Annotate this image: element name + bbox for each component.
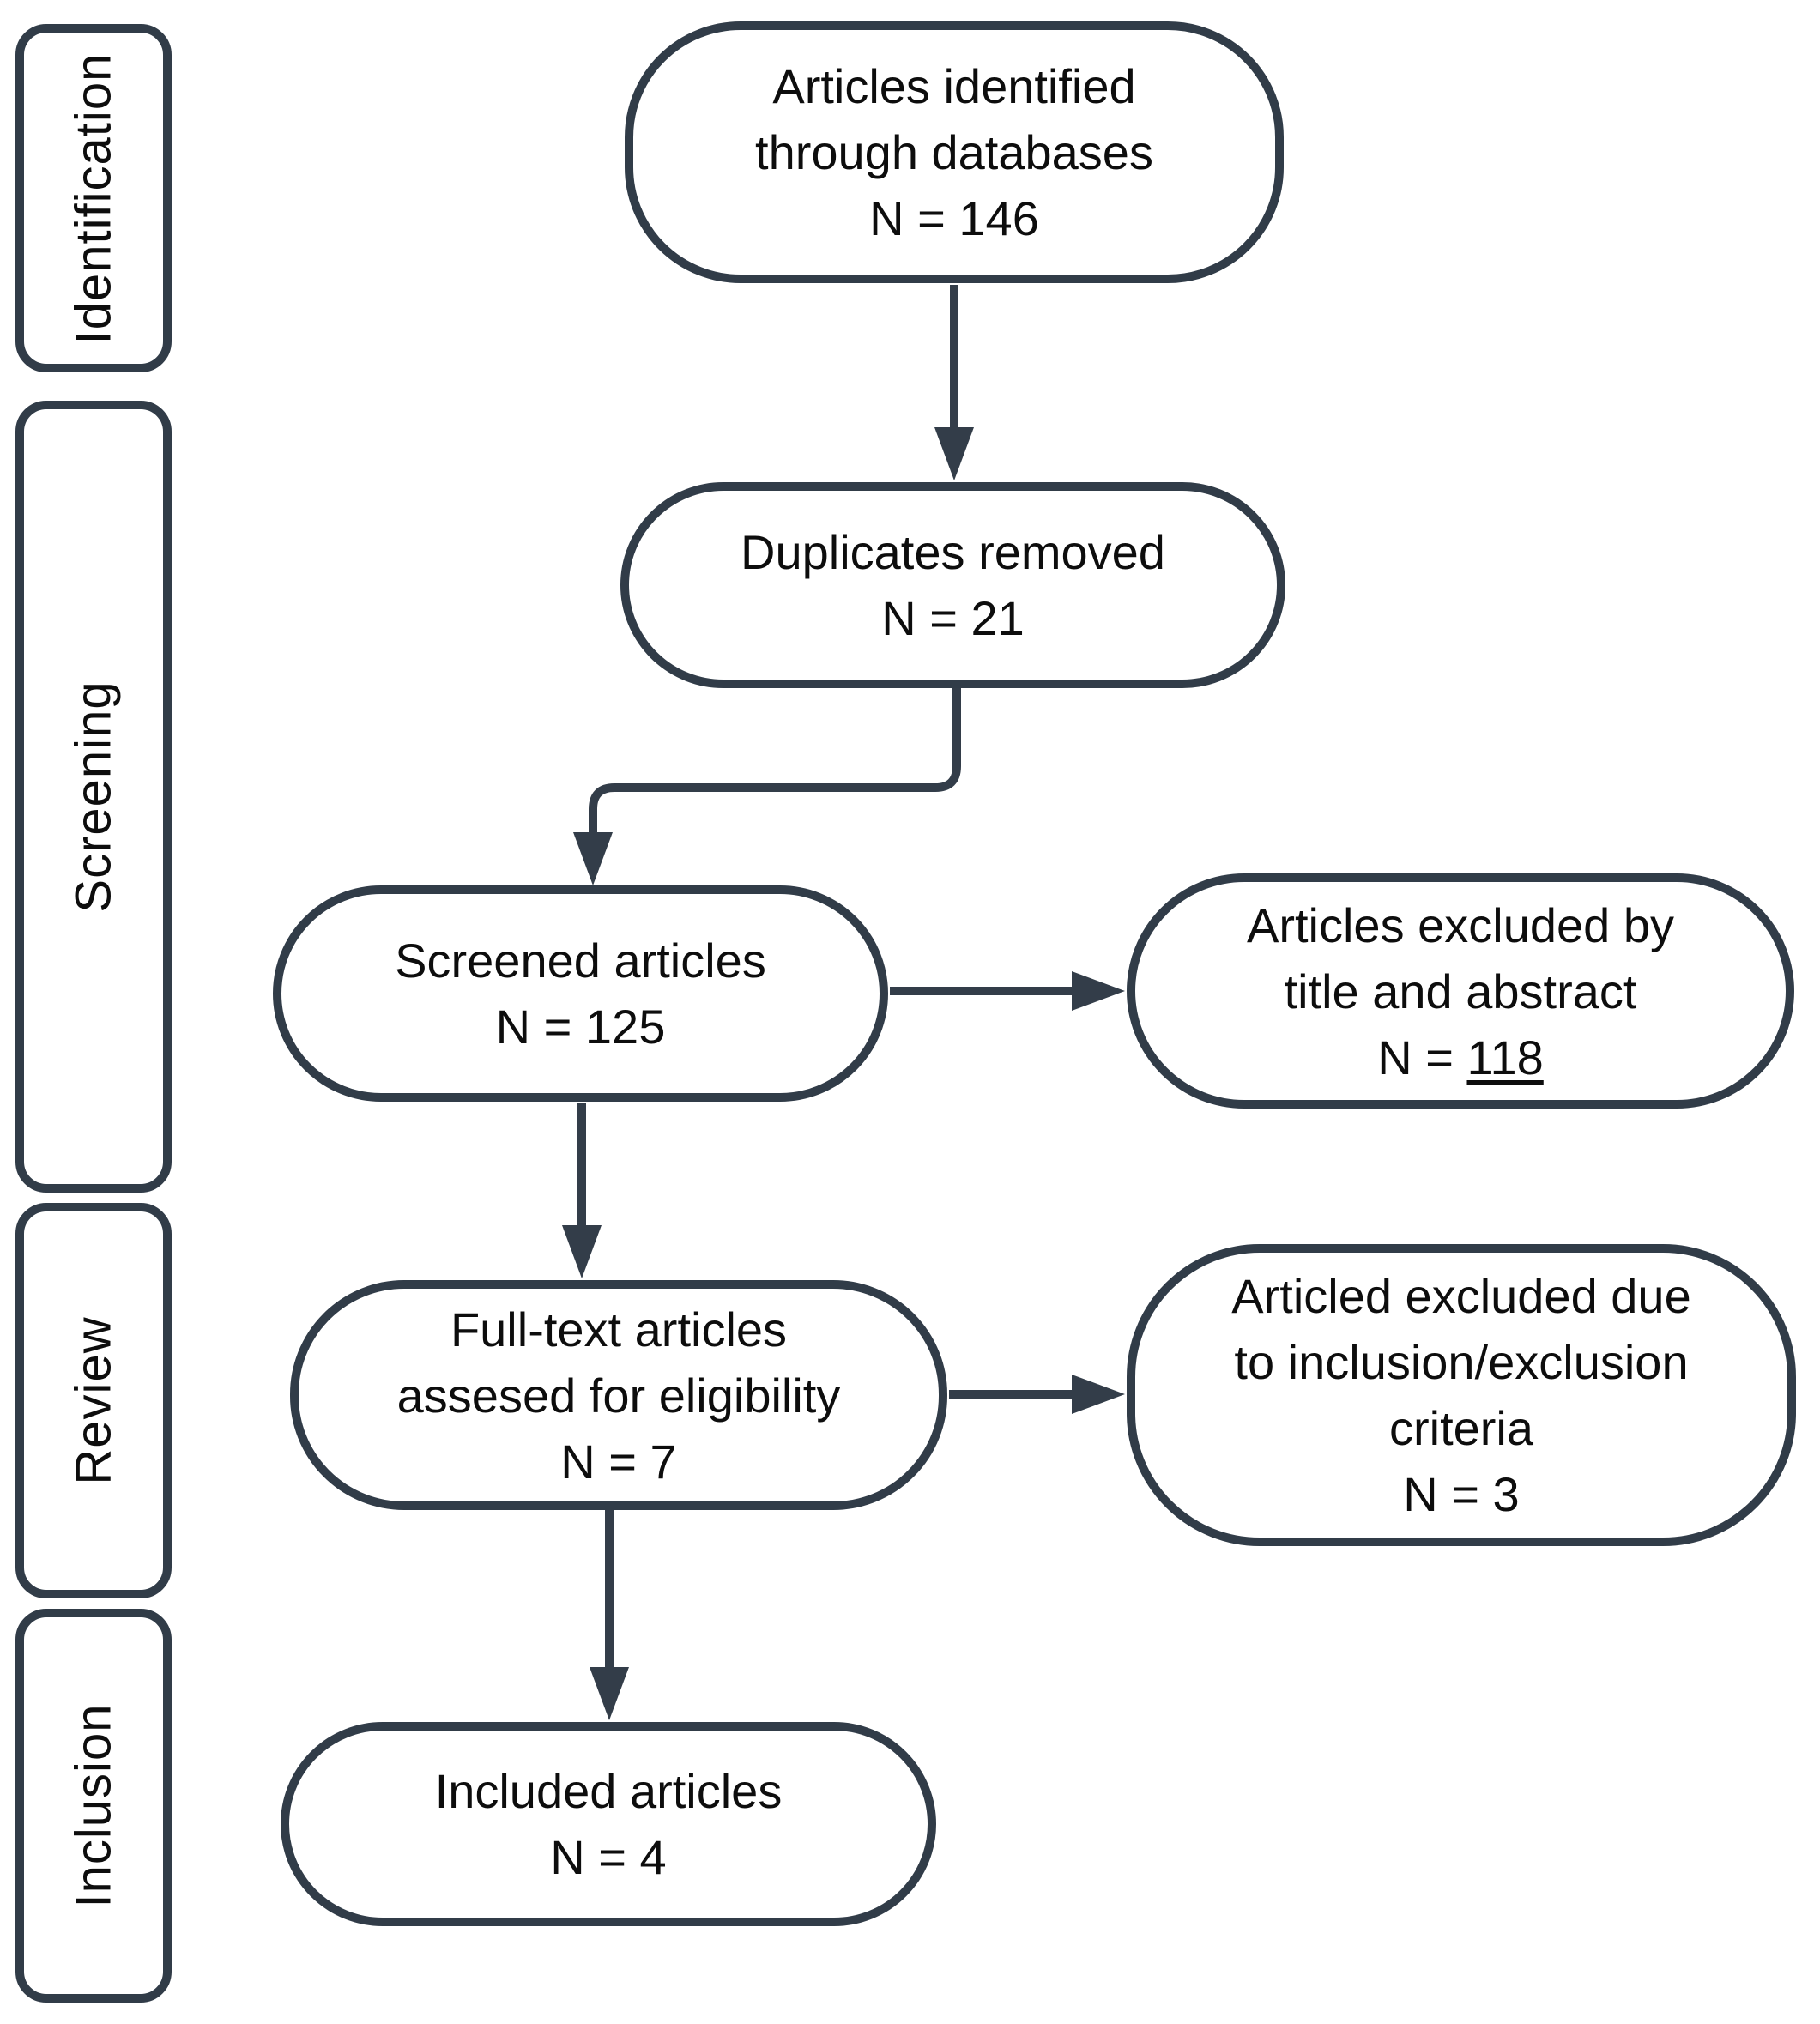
node-line: N = 3 [1403, 1467, 1520, 1521]
arrowhead-identified-to-duplicates [934, 427, 974, 480]
node-line: N = 118 [1377, 1024, 1544, 1091]
node-line: Articled excluded due [1231, 1269, 1691, 1323]
node-line: N = 146 [869, 191, 1039, 245]
arrowhead-screened-to-excluded1 [1072, 971, 1125, 1011]
n-value-underlined: 118 [1466, 1030, 1544, 1085]
node-line: Articles excluded by [1246, 897, 1674, 952]
node-fulltext-assessed: Full-text articles assesed for eligibili… [290, 1280, 947, 1510]
node-line: N = 4 [550, 1830, 667, 1884]
node-line: Included articles [434, 1764, 783, 1818]
node-line: Duplicates removed [741, 525, 1165, 579]
stage-identification: Identification [15, 24, 172, 372]
node-articles-identified: Articles identified through databases N … [625, 21, 1284, 283]
arrowhead-fulltext-to-excluded2 [1072, 1375, 1125, 1414]
node-excluded-criteria: Articled excluded due to inclusion/exclu… [1127, 1244, 1796, 1546]
node-included-articles: Included articles N = 4 [281, 1722, 936, 1926]
node-line: N = 125 [495, 1000, 666, 1054]
stage-label: Screening [65, 680, 122, 913]
node-line: Articles identified [772, 59, 1136, 113]
node-duplicates-removed: Duplicates removed N = 21 [620, 482, 1285, 688]
stage-label: Review [65, 1316, 122, 1485]
stage-screening: Screening [15, 401, 172, 1193]
arrowhead-fulltext-to-included [590, 1667, 629, 1720]
arrow-duplicates-to-screened [589, 688, 961, 834]
node-line: criteria [1388, 1401, 1534, 1455]
node-line: through databases [755, 125, 1153, 179]
stage-review: Review [15, 1203, 172, 1598]
arrowhead-screened-to-fulltext [562, 1225, 602, 1278]
stage-label: Identification [65, 52, 122, 344]
node-line: Full-text articles [450, 1302, 788, 1356]
node-excluded-title-abstract: Articles excluded by title and abstract … [1127, 873, 1794, 1109]
node-line: assesed for eligibility [396, 1368, 841, 1423]
node-line: Screened articles [395, 933, 766, 988]
n-prefix: N = [1377, 1030, 1467, 1085]
node-line: to inclusion/exclusion [1234, 1335, 1689, 1389]
stage-inclusion: Inclusion [15, 1609, 172, 2003]
node-line: N = 21 [881, 591, 1025, 645]
node-line: title and abstract [1284, 964, 1637, 1018]
node-line: N = 7 [560, 1434, 677, 1489]
stage-label: Inclusion [65, 1703, 122, 1908]
arrowhead-duplicates-to-screened [573, 832, 613, 885]
node-screened-articles: Screened articles N = 125 [273, 885, 888, 1102]
